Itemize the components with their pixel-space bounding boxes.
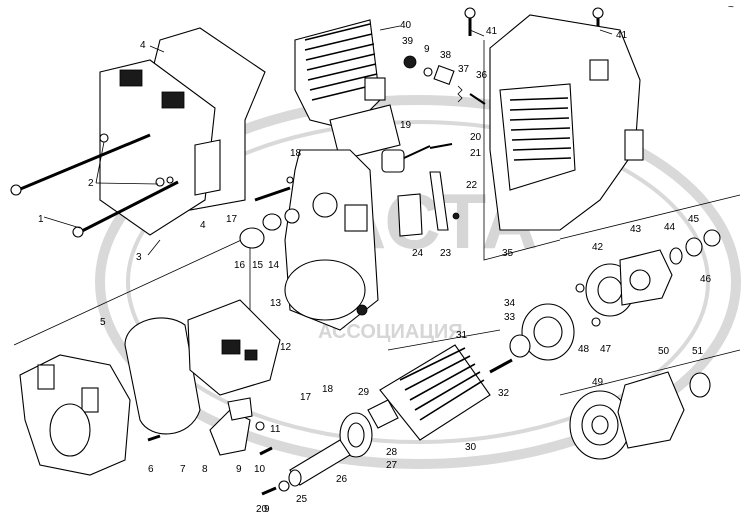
part-label-7: 7 xyxy=(180,464,186,475)
part-label-28: 28 xyxy=(386,447,398,458)
part-label-17-bottom: 17 xyxy=(300,392,312,403)
part-label-14: 14 xyxy=(268,260,280,271)
part-label-41-right: 41 xyxy=(616,30,628,41)
rotor xyxy=(367,344,513,441)
small-relay-parts xyxy=(381,143,460,237)
part-label-16: 16 xyxy=(234,260,246,271)
field-coil xyxy=(294,19,401,161)
part-label-9-c: 9 xyxy=(424,44,430,55)
part-label-10: 10 xyxy=(254,464,266,475)
part-label-37: 37 xyxy=(458,64,470,75)
bearing xyxy=(509,303,575,361)
part-label-48: 48 xyxy=(578,344,590,355)
bearing-parts-right xyxy=(575,229,721,327)
part-labels: 1 2 3 4 4 5 6 7 8 9 9 9 10 11 12 13 14 1… xyxy=(38,20,712,515)
part-label-9-a: 9 xyxy=(236,464,242,475)
spring-parts xyxy=(569,371,711,460)
part-label-44: 44 xyxy=(664,222,676,233)
long-bolts xyxy=(10,133,179,238)
part-label-24: 24 xyxy=(412,248,424,259)
part-label-36: 36 xyxy=(476,70,488,81)
part-label-33: 33 xyxy=(504,312,516,323)
part-label-25: 25 xyxy=(296,494,308,505)
part-label-27: 27 xyxy=(386,460,398,471)
part-label-19: 19 xyxy=(400,120,412,131)
part-label-34: 34 xyxy=(504,298,516,309)
part-label-31: 31 xyxy=(456,330,468,341)
part-label-18-bottom: 18 xyxy=(322,384,334,395)
part-label-41-left: 41 xyxy=(486,26,498,37)
part-label-32: 32 xyxy=(498,388,510,399)
part-label-9-b: 9 xyxy=(264,504,270,515)
part-label-13: 13 xyxy=(270,298,282,309)
shaft xyxy=(288,439,351,487)
housing-left-bottom xyxy=(19,354,131,476)
part-label-38: 38 xyxy=(440,50,452,61)
end-cover xyxy=(284,149,379,331)
rear-housing xyxy=(489,14,644,231)
part-label-51: 51 xyxy=(692,346,704,357)
part-label-17-top: 17 xyxy=(226,214,238,225)
part-label-29: 29 xyxy=(358,387,370,398)
part-label-47: 47 xyxy=(600,344,612,355)
part-label-45: 45 xyxy=(688,214,700,225)
part-label-20-top: 20 xyxy=(470,132,482,143)
part-label-1: 1 xyxy=(38,214,44,225)
part-label-4-bottom: 4 xyxy=(200,220,206,231)
part-label-23: 23 xyxy=(440,248,452,259)
front-small-parts xyxy=(239,176,300,249)
part-label-39: 39 xyxy=(402,36,414,47)
leader-lines xyxy=(43,25,613,256)
part-label-21: 21 xyxy=(470,148,482,159)
part-label-15: 15 xyxy=(252,260,264,271)
part-label-12: 12 xyxy=(280,342,292,353)
part-label-46: 46 xyxy=(700,274,712,285)
part-label-49: 49 xyxy=(592,377,604,388)
part-label-2: 2 xyxy=(88,178,94,189)
watermark-subword: АССОЦИАЦИЯ xyxy=(318,321,463,343)
stator-housing-front xyxy=(99,27,266,236)
part-label-50: 50 xyxy=(658,346,670,357)
part-label-8: 8 xyxy=(202,464,208,475)
part-label-26: 26 xyxy=(336,474,348,485)
part-label-35: 35 xyxy=(502,248,514,259)
corner-mark: ~ xyxy=(728,2,734,13)
part-label-6: 6 xyxy=(148,464,154,475)
gasket-and-brushes xyxy=(124,299,281,435)
part-label-22: 22 xyxy=(466,180,478,191)
part-label-40: 40 xyxy=(400,20,412,31)
gear xyxy=(339,412,373,458)
part-label-20-bottom: 20 xyxy=(256,504,268,515)
part-label-43: 43 xyxy=(630,224,642,235)
part-label-4-top: 4 xyxy=(140,40,146,51)
part-label-5: 5 xyxy=(100,317,106,328)
part-label-3: 3 xyxy=(136,252,142,263)
part-label-18-top: 18 xyxy=(290,148,302,159)
part-label-11: 11 xyxy=(270,424,281,435)
bracket-parts xyxy=(147,397,290,496)
part-label-42: 42 xyxy=(592,242,604,253)
part-label-30: 30 xyxy=(465,442,477,453)
